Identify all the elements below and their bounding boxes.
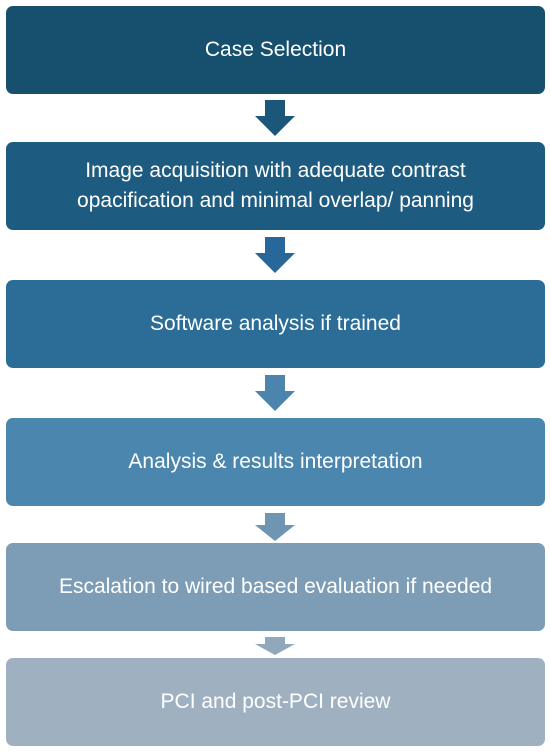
arrow-down-shape xyxy=(255,513,295,541)
arrow-down-icon xyxy=(255,375,295,411)
arrow-down-shape xyxy=(255,637,295,655)
step-label: Software analysis if trained xyxy=(150,312,401,335)
step-escalation: Escalation to wired based evaluation if … xyxy=(6,543,545,631)
step-label: Analysis & results interpretation xyxy=(128,450,423,473)
arrow-down-icon xyxy=(255,100,295,136)
arrow-down-icon xyxy=(255,637,295,673)
step-label: Image acquisition with adequate contrast… xyxy=(77,159,474,212)
step-label: Case Selection xyxy=(204,38,347,61)
step-software-analysis: Software analysis if trained xyxy=(6,280,545,368)
step-label: PCI and post-PCI review xyxy=(160,690,391,713)
arrow-down-shape xyxy=(255,100,295,136)
arrow-down-shape xyxy=(255,237,295,273)
arrow-down-icon xyxy=(255,513,295,549)
step-image-acquisition: Image acquisition with adequate contrast… xyxy=(6,142,545,230)
step-pci-review: PCI and post-PCI review xyxy=(6,658,545,746)
step-case-selection: Case Selection xyxy=(6,6,545,94)
step-results-interpretation: Analysis & results interpretation xyxy=(6,418,545,506)
arrow-down-shape xyxy=(255,375,295,411)
arrow-down-icon xyxy=(255,237,295,273)
step-label: Escalation to wired based evaluation if … xyxy=(58,575,493,598)
